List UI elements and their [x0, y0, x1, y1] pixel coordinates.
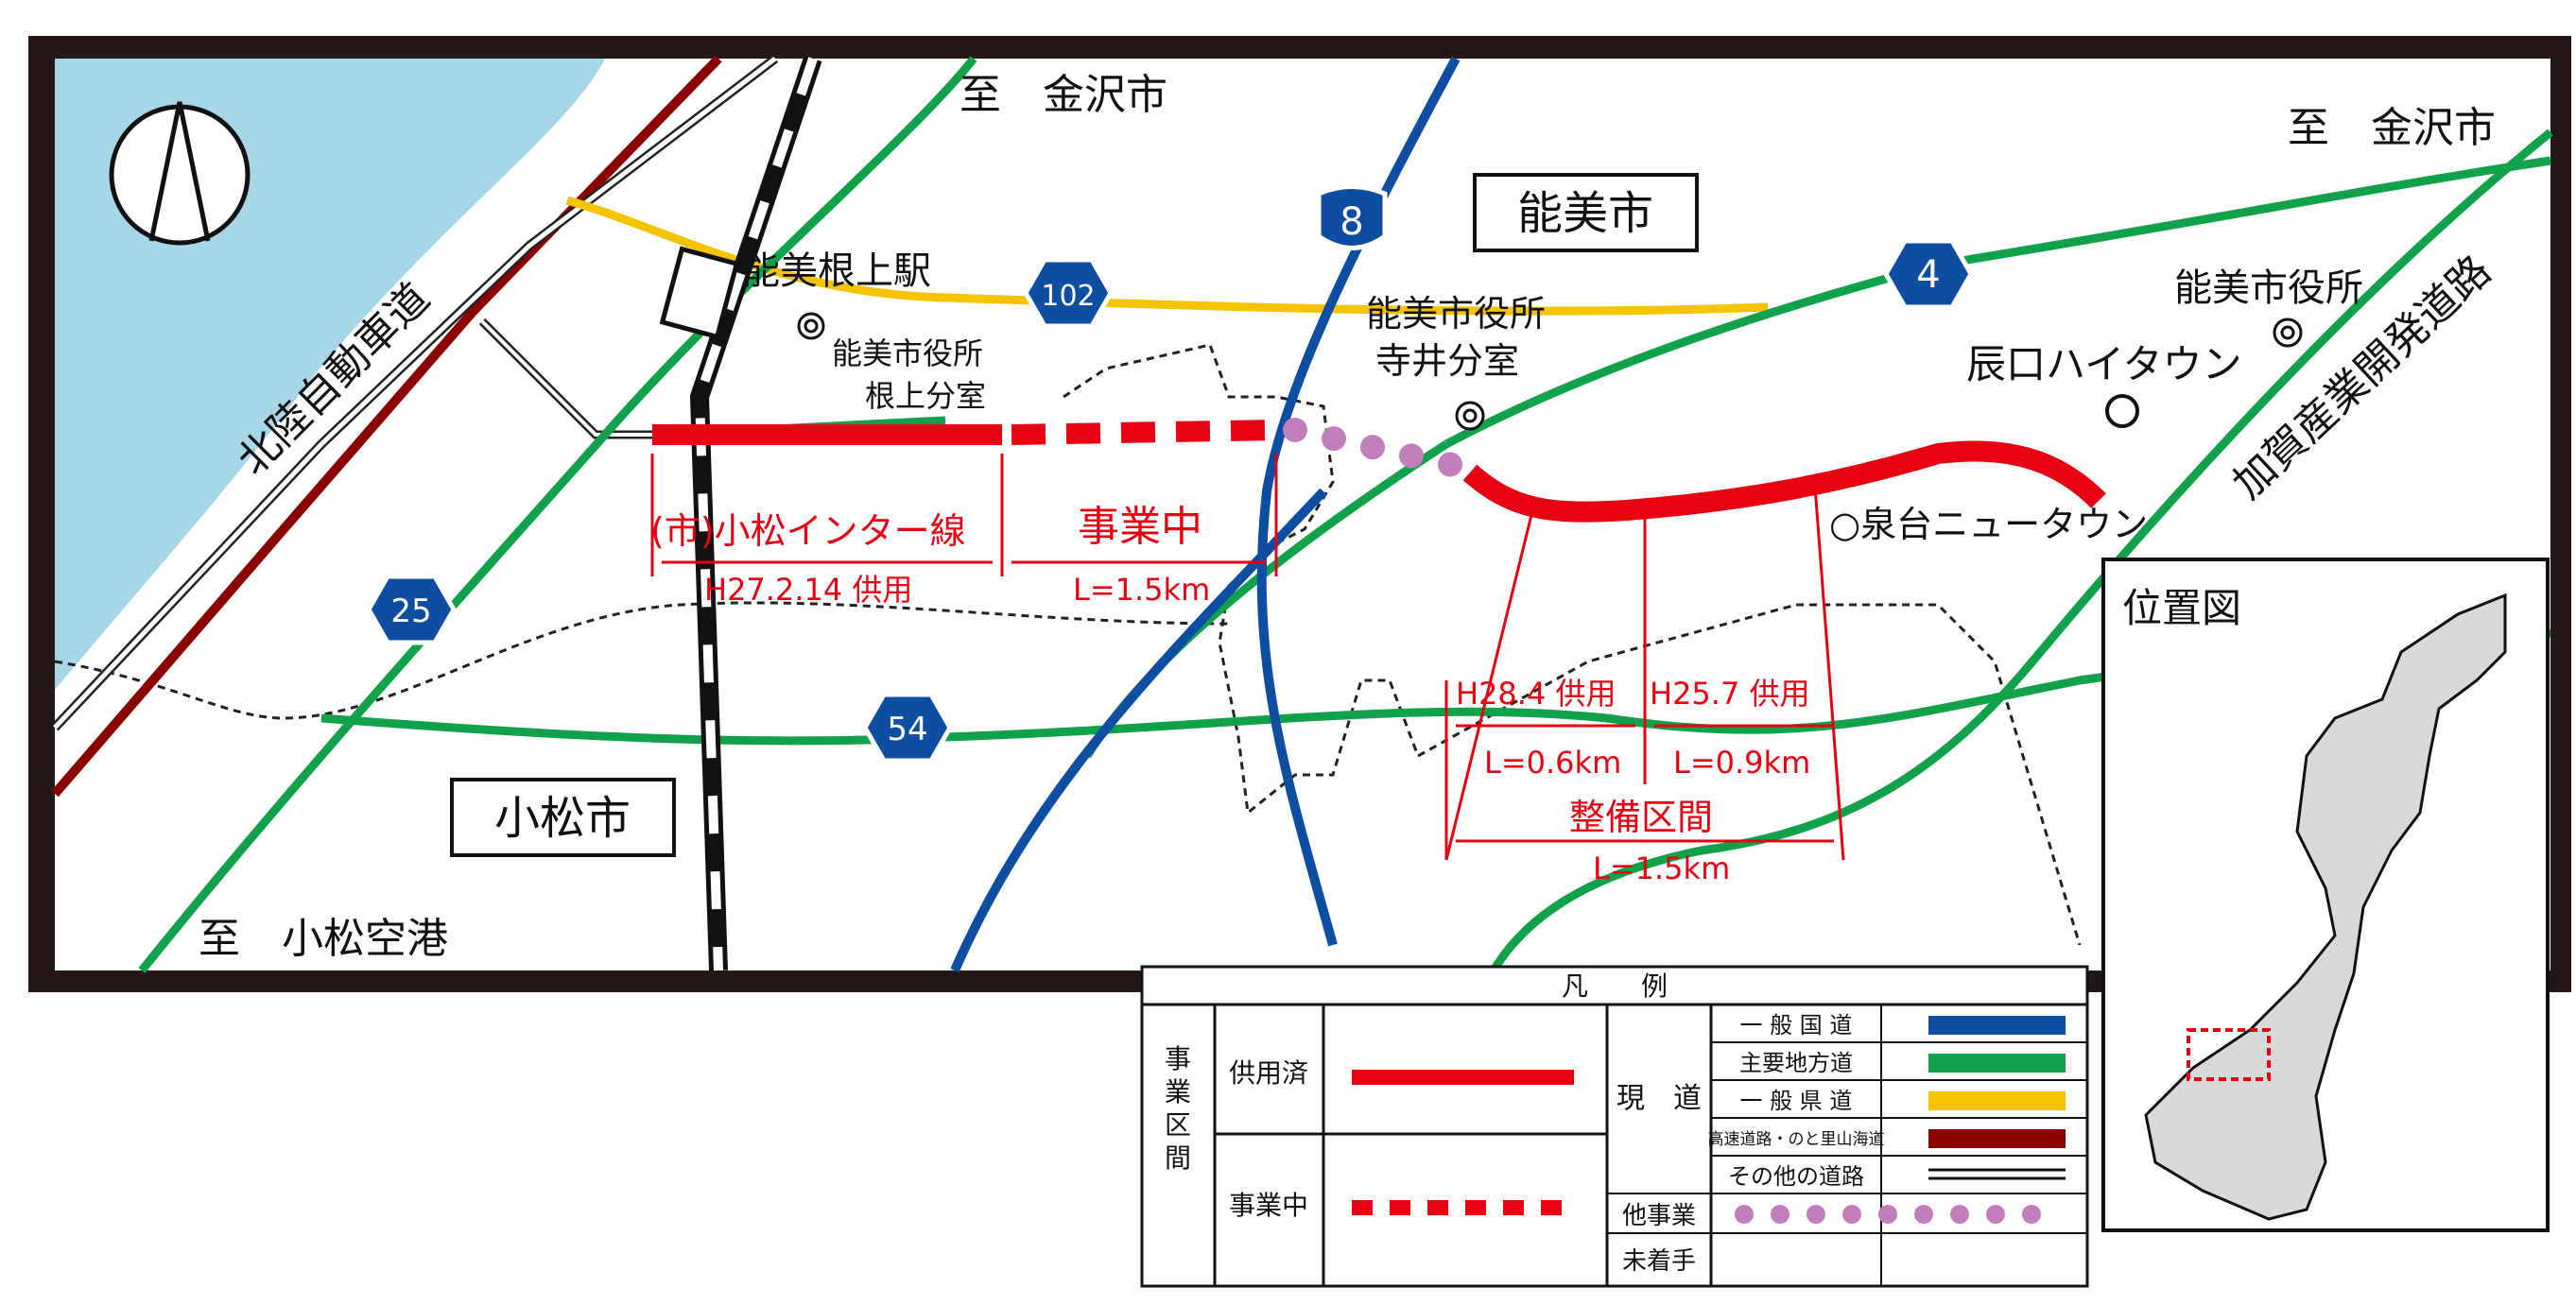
under-construction-label: 事業中 [1078, 503, 1202, 551]
city-office-terai-label-1: 能美市役所 [1366, 293, 1546, 335]
city-office-terai-mark [1455, 401, 1485, 431]
city-boundary [54, 601, 1230, 720]
main-road-kaga [1490, 129, 2553, 973]
national-road-branch [950, 488, 1327, 972]
route-4-shield: 4 [1883, 238, 1974, 310]
neagari-station-mark [659, 246, 740, 340]
svg-text:8: 8 [1340, 200, 1363, 244]
route-8-shield: 8 [1316, 184, 1388, 250]
tatsunokuchi-heights-label: 辰口ハイタウン [1966, 341, 2241, 387]
city-office-terai-label-2: 寺井分室 [1375, 340, 1519, 382]
legend-main-local-label: 主要地方道 [1739, 1050, 1853, 1076]
legend-national-swatch [1928, 1016, 2066, 1035]
direction-kanazawa-top: 至 金沢市 [960, 71, 1167, 119]
svg-text:25: 25 [390, 592, 431, 630]
komatsu-city-box: 小松市 [450, 778, 676, 857]
legend-other-projects-label: 他事業 [1622, 1202, 1696, 1230]
location-inset: 位置図 [2101, 558, 2550, 1232]
route-102-shield: 102 [1023, 257, 1114, 329]
opened-section-east [1462, 440, 2106, 523]
svg-text:4: 4 [1916, 253, 1940, 297]
legend-main-local-swatch [1928, 1054, 2066, 1073]
length-total-label: L=1.5km [1593, 850, 1730, 886]
length-0-6-label: L=0.6km [1484, 745, 1621, 781]
city-office-main-mark [2273, 318, 2303, 348]
svg-text:小松市: 小松市 [494, 792, 631, 845]
city-office-neagari-label-2: 根上分室 [865, 378, 986, 414]
svg-text:102: 102 [1041, 280, 1095, 313]
svg-text:能美市: 能美市 [1517, 187, 1653, 240]
legend-opened-label: 供用済 [1229, 1057, 1308, 1089]
length-1-5-label: L=1.5km [1073, 572, 1210, 608]
north-arrow-icon [109, 104, 251, 246]
city-office-neagari-label-1: 能美市役所 [832, 335, 983, 371]
route-25-shield: 25 [366, 574, 457, 645]
svg-text:54: 54 [887, 711, 927, 748]
legend-existing-label: 現 道 [1616, 1082, 1702, 1115]
neagari-station-label: 能美根上駅 [742, 249, 931, 293]
dimension-lines [650, 454, 1845, 861]
legend-prefectural-label: 一 般 県 道 [1740, 1088, 1853, 1114]
expressway-line [51, 55, 722, 798]
opened-h27-label: H27.2.14 供用 [704, 572, 912, 608]
maintenance-section-label: 整備区間 [1569, 797, 1713, 838]
legend-national-label: 一 般 国 道 [1740, 1012, 1853, 1039]
legend-project-group: 事業区間 [1165, 1043, 1191, 1174]
legend: 凡 例 事業区間 供用済 事業中 現 道 一 般 国 道 主要地方道 一 般 県… [1140, 965, 2089, 1288]
komatsu-inter-line-label: (市)小松インター線 [650, 510, 966, 552]
legend-expressway-label: 高速道路・のと里山海道 [1708, 1130, 1885, 1149]
inset-title: 位置図 [2122, 585, 2241, 631]
direction-kanazawa-right: 至 金沢市 [2288, 104, 2496, 152]
legend-other-roads-label: その他の道路 [1728, 1163, 1864, 1190]
inset-area-marker [2187, 1028, 2271, 1081]
ishikawa-shape [2144, 592, 2507, 1221]
legend-expressway-swatch [1928, 1129, 2066, 1148]
nomi-city-box: 能美市 [1473, 173, 1699, 252]
other-project-dots [1283, 418, 1478, 480]
opened-h28-label: H28.4 供用 [1456, 676, 1616, 712]
main-road-25 [138, 56, 977, 973]
route-54-shield: 54 [862, 692, 953, 764]
length-0-9-label: L=0.9km [1673, 745, 1810, 781]
legend-title: 凡 例 [1562, 970, 1668, 1002]
legend-not-started-label: 未着手 [1622, 1247, 1696, 1276]
in-progress-section [1011, 420, 1277, 445]
opened-h25-label: H25.7 供用 [1650, 676, 1810, 712]
legend-in-progress-label: 事業中 [1229, 1190, 1308, 1221]
city-office-neagari-mark [797, 312, 825, 340]
izumidai-newtown-label: ○泉台ニュータウン [1829, 504, 2148, 545]
railway-line [689, 55, 822, 971]
city-office-main-label: 能美市役所 [2174, 266, 2363, 310]
direction-komatsu-airport: 至 小松空港 [199, 915, 448, 963]
legend-prefectural-swatch [1928, 1091, 2066, 1110]
tatsunokuchi-heights-mark [2105, 394, 2139, 428]
